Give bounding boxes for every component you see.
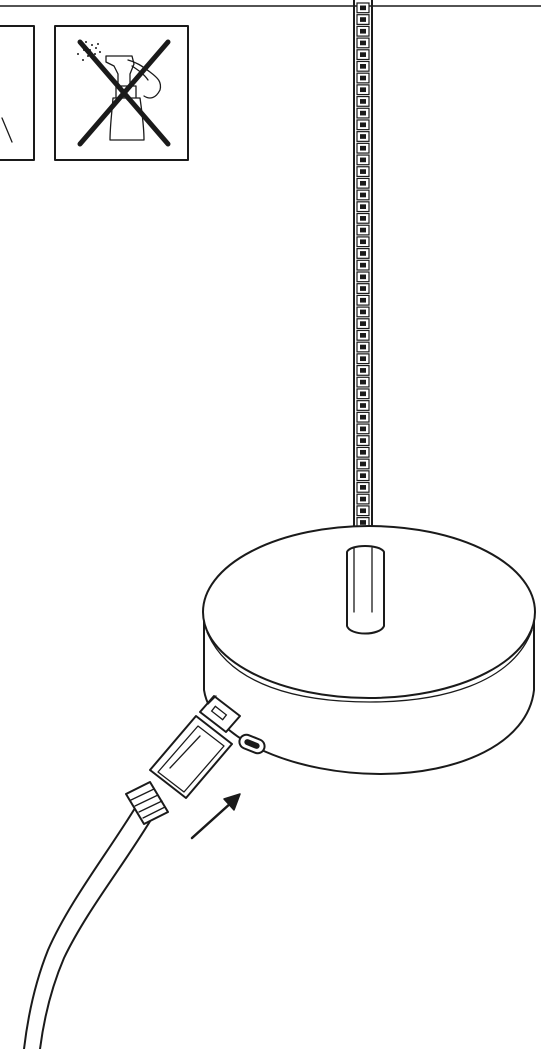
led-strip <box>356 2 370 540</box>
led-segment <box>356 107 370 119</box>
no-spray-cleaner-panel <box>54 25 189 161</box>
led-segment <box>356 49 370 61</box>
led-segment <box>356 446 370 458</box>
led-segment <box>356 294 370 306</box>
led-segment <box>356 119 370 131</box>
care-wipe-panel-frame <box>0 25 35 161</box>
led-segment <box>356 212 370 224</box>
care-wipe-panel <box>0 25 35 161</box>
led-segment <box>356 95 370 107</box>
insert-direction-arrow-icon <box>190 793 241 840</box>
led-segment <box>356 493 370 505</box>
no-spray-panel-frame <box>54 25 189 161</box>
prohibited-cross-icon <box>77 39 171 147</box>
pole-socket <box>346 545 385 635</box>
led-segment <box>356 306 370 318</box>
led-segment <box>356 72 370 84</box>
led-segment <box>356 423 370 435</box>
base-rim <box>206 629 533 703</box>
led-segment <box>356 131 370 142</box>
led-segment <box>356 353 370 365</box>
cloth-stroke <box>1 117 13 143</box>
led-segment <box>356 189 370 201</box>
led-segment <box>356 341 370 353</box>
led-segment <box>356 224 370 236</box>
led-segment <box>356 376 370 388</box>
led-segment <box>356 236 370 248</box>
plug-grip <box>157 725 225 793</box>
usb-c-port-icon <box>238 733 266 755</box>
led-segment <box>356 458 370 470</box>
led-segment <box>356 435 370 447</box>
led-segment <box>356 329 370 341</box>
led-segment <box>356 84 370 96</box>
cable-outline-1 <box>23 799 141 1049</box>
led-segment <box>356 364 370 376</box>
usb-c-plug <box>23 695 241 1049</box>
lamp-pole <box>353 0 373 549</box>
led-segment <box>356 505 370 517</box>
led-segment <box>356 283 370 294</box>
led-segment <box>356 142 370 154</box>
led-segment <box>356 388 370 400</box>
led-segment <box>356 470 370 482</box>
led-segment <box>356 2 370 14</box>
led-segment <box>356 271 370 283</box>
spray-bottle-icon <box>105 55 162 141</box>
led-segment <box>356 259 370 271</box>
led-segment <box>356 318 370 330</box>
led-segment <box>356 154 370 166</box>
lamp-base <box>202 525 536 775</box>
led-segment <box>356 37 370 49</box>
led-segment <box>356 481 370 493</box>
led-segment <box>356 177 370 189</box>
led-segment <box>356 400 370 411</box>
led-segment <box>356 25 370 37</box>
led-segment <box>356 248 370 259</box>
led-segment <box>356 411 370 423</box>
strain-relief <box>125 781 169 825</box>
cable-outline-2 <box>39 807 159 1049</box>
led-segment <box>356 60 370 72</box>
led-segment <box>356 201 370 213</box>
led-segment <box>356 14 370 25</box>
led-segment <box>356 166 370 178</box>
